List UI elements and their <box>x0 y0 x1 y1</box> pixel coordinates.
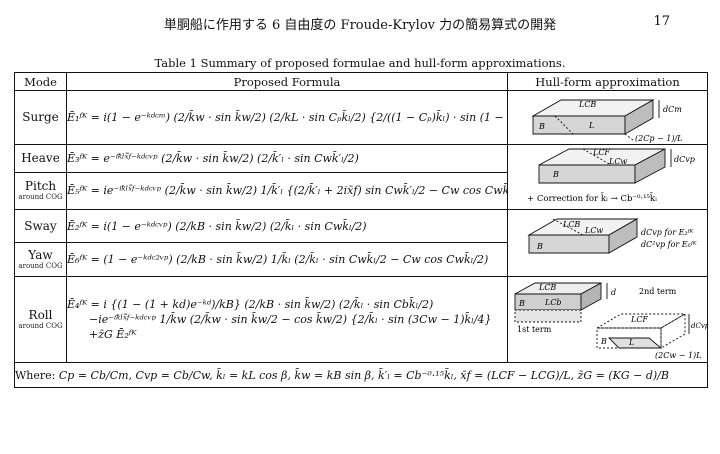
hull-sway-yaw: LCB LCw B dCvp for E₂ᶠᴷ dC²vp for E₆ᶠᴷ <box>507 209 708 277</box>
mode-heave: Heave <box>14 144 67 173</box>
mode-surge: Surge <box>14 90 67 145</box>
hull-label-lcb-roll: LCB <box>538 283 556 292</box>
table-row-sway: Sway Ē₂ᶠᴷ = i(1 − e⁻ᵏᵈᶜᵛᵖ) (2/kB · sin k… <box>14 209 708 277</box>
formula-roll: Ē₄ᶠᴷ = i {(1 − (1 + kd)e⁻ᵏᵈ)/kB} (2/kB ·… <box>66 276 508 363</box>
hull-diagram-sway-yaw: LCB LCw B dCvp for E₂ᶠᴷ dC²vp for E₆ᶠᴷ <box>526 218 698 254</box>
page-header: 単胴船に作用する 6 自由度の Froude-Krylov 力の簡易算式の開発 … <box>0 14 720 34</box>
hull-roll: LCB LCb B d 2nd term 1st term LCF B L dC… <box>507 276 708 363</box>
hull-label-lcf: LCF <box>592 148 610 157</box>
hull-label-surge-bottom: (2Cp − 1)/L <box>635 134 682 143</box>
formula-roll-line-2: −ie⁻ⁱᵏ̄ˡˣ̄ᶠ⁻ᵏᵈᶜᵛᵖ 1/k̄w (2/k̄w · sin k̄w… <box>89 313 492 326</box>
running-title: 単胴船に作用する 6 自由度の Froude-Krylov 力の簡易算式の開発 <box>163 18 557 33</box>
page-number: 17 <box>653 14 670 29</box>
table-row-where: Where: Cp = Cb/Cm, Cvp = Cb/Cw, k̄ₗ = kL… <box>14 362 708 388</box>
formula-roll-line-3: +z̄G Ē₂ᶠᴷ <box>89 328 137 341</box>
hull-diagram-roll: LCB LCb B d 2nd term 1st term LCF B L dC… <box>514 281 707 360</box>
hull-pitch-note: + Correction for k̄ₗ → Cb⁻⁰·¹⁵k̄ₗ <box>527 192 657 204</box>
hull-label-lcb: LCB <box>578 100 596 109</box>
where-label: Where: <box>15 368 56 382</box>
mode-yaw-sub: around COG <box>18 262 63 270</box>
hull-heave-pitch: LCF LCw B dCvp + Correction for k̄ₗ → Cb… <box>507 144 708 210</box>
table-row-pitch: Pitch around COG Ē₅ᶠᴷ = ie⁻ⁱᵏ̄ˡˣ̄ᶠ⁻ᵏᵈᶜᵛᵖ… <box>14 171 708 211</box>
table-row-heave: Heave Ē₃ᶠᴷ = e⁻ⁱᵏ̄ˡˣ̄ᶠ⁻ᵏᵈᶜᵛᵖ (2/k̄w · si… <box>14 144 708 210</box>
hull-label-lcw-sway: LCw <box>584 226 603 235</box>
table-caption: Table 1 Summary of proposed formulae and… <box>154 56 566 70</box>
hull-label-b-heave: B <box>552 170 559 179</box>
header-hull: Hull-form approximation <box>507 72 708 91</box>
formula-surge: Ē₁ᶠᴷ = i(1 − e⁻ᵏᵈᶜᵐ) (2/k̄w · sin k̄w/2)… <box>66 90 508 145</box>
formula-roll-line-1: Ē₄ᶠᴷ = i {(1 − (1 + kd)e⁻ᵏᵈ)/kB} (2/kB ·… <box>67 298 434 311</box>
mode-roll-sub: around COG <box>18 322 63 330</box>
where-text: Cp = Cb/Cm, Cvp = Cb/Cw, k̄ₗ = kL cos β,… <box>58 368 669 382</box>
hull-label-sway-right-2: dC²vp for E₆ᶠᴷ <box>641 240 698 249</box>
hull-label-lcb2-roll: LCb <box>544 298 562 307</box>
hull-label-lcb-sway: LCB <box>562 220 580 229</box>
hull-label-roll-bottom: (2Cw − 1)L <box>655 351 702 360</box>
mode-sway: Sway <box>14 209 67 243</box>
hull-surge: LCB B L dCm (2Cp − 1)/L <box>507 90 708 145</box>
hull-diagram-surge: LCB B L dCm (2Cp − 1)/L <box>530 98 682 143</box>
hull-label-l: L <box>588 121 594 130</box>
hull-label-dcvp: dCvp <box>674 155 695 164</box>
header-mode: Mode <box>14 72 67 91</box>
table-row-yaw: Yaw around COG Ē₆ᶠᴷ = (1 − e⁻ᵏᵈᶜ²ᵛᵖ) (2/… <box>14 242 708 277</box>
hull-label-b: B <box>538 122 545 131</box>
hull-label-b-roll-2: B <box>600 337 607 346</box>
mode-pitch-sub: around COG <box>18 193 63 202</box>
mode-roll: Roll around COG <box>14 276 67 363</box>
hull-label-dcvp-roll: dCvp <box>691 322 707 330</box>
hull-label-roll-second: 2nd term <box>639 287 677 296</box>
table-row-surge: Surge Ē₁ᶠᴷ = i(1 − e⁻ᵏᵈᶜᵐ) (2/k̄w · sin … <box>14 90 708 145</box>
formula-sway: Ē₂ᶠᴷ = i(1 − e⁻ᵏᵈᶜᵛᵖ) (2/kB · sin k̄w/2)… <box>66 209 508 243</box>
hull-label-lcw: LCw <box>608 157 627 166</box>
formula-yaw: Ē₆ᶠᴷ = (1 − e⁻ᵏᵈᶜ²ᵛᵖ) (2/kB · sin k̄w/2)… <box>66 242 508 277</box>
header-formula: Proposed Formula <box>66 72 508 91</box>
table-row-roll: Roll around COG Ē₄ᶠᴷ = i {(1 − (1 + kd)e… <box>14 276 708 363</box>
formula-heave: Ē₃ᶠᴷ = e⁻ⁱᵏ̄ˡˣ̄ᶠ⁻ᵏᵈᶜᵛᵖ (2/k̄w · sin k̄w/… <box>66 144 508 173</box>
hull-label-dcm: dCm <box>663 105 682 114</box>
where-definitions: Where: Cp = Cb/Cm, Cvp = Cb/Cw, k̄ₗ = kL… <box>14 362 708 388</box>
hull-label-sway-right-1: dCvp for E₂ᶠᴷ <box>641 228 694 237</box>
hull-label-lcf-roll: LCF <box>630 315 648 324</box>
mode-yaw: Yaw around COG <box>14 242 67 277</box>
hull-label-b-roll: B <box>518 299 525 308</box>
hull-label-roll-first: 1st term <box>517 325 552 334</box>
hull-label-roll-d: d <box>611 288 616 297</box>
hull-label-l-roll: L <box>628 338 634 347</box>
hull-label-b-sway: B <box>536 242 543 251</box>
formula-summary-table: Mode Proposed Formula Hull-form approxim… <box>14 72 708 388</box>
mode-pitch: Pitch around COG <box>14 171 67 211</box>
table-header-row: Mode Proposed Formula Hull-form approxim… <box>14 72 708 91</box>
hull-diagram-heave-pitch: LCF LCw B dCvp + Correction for k̄ₗ → Cb… <box>527 148 695 204</box>
formula-pitch: Ē₅ᶠᴷ = ie⁻ⁱᵏ̄ˡˣ̄ᶠ⁻ᵏᵈᶜᵛᵖ (2/k̄w · sin k̄w… <box>66 171 508 211</box>
